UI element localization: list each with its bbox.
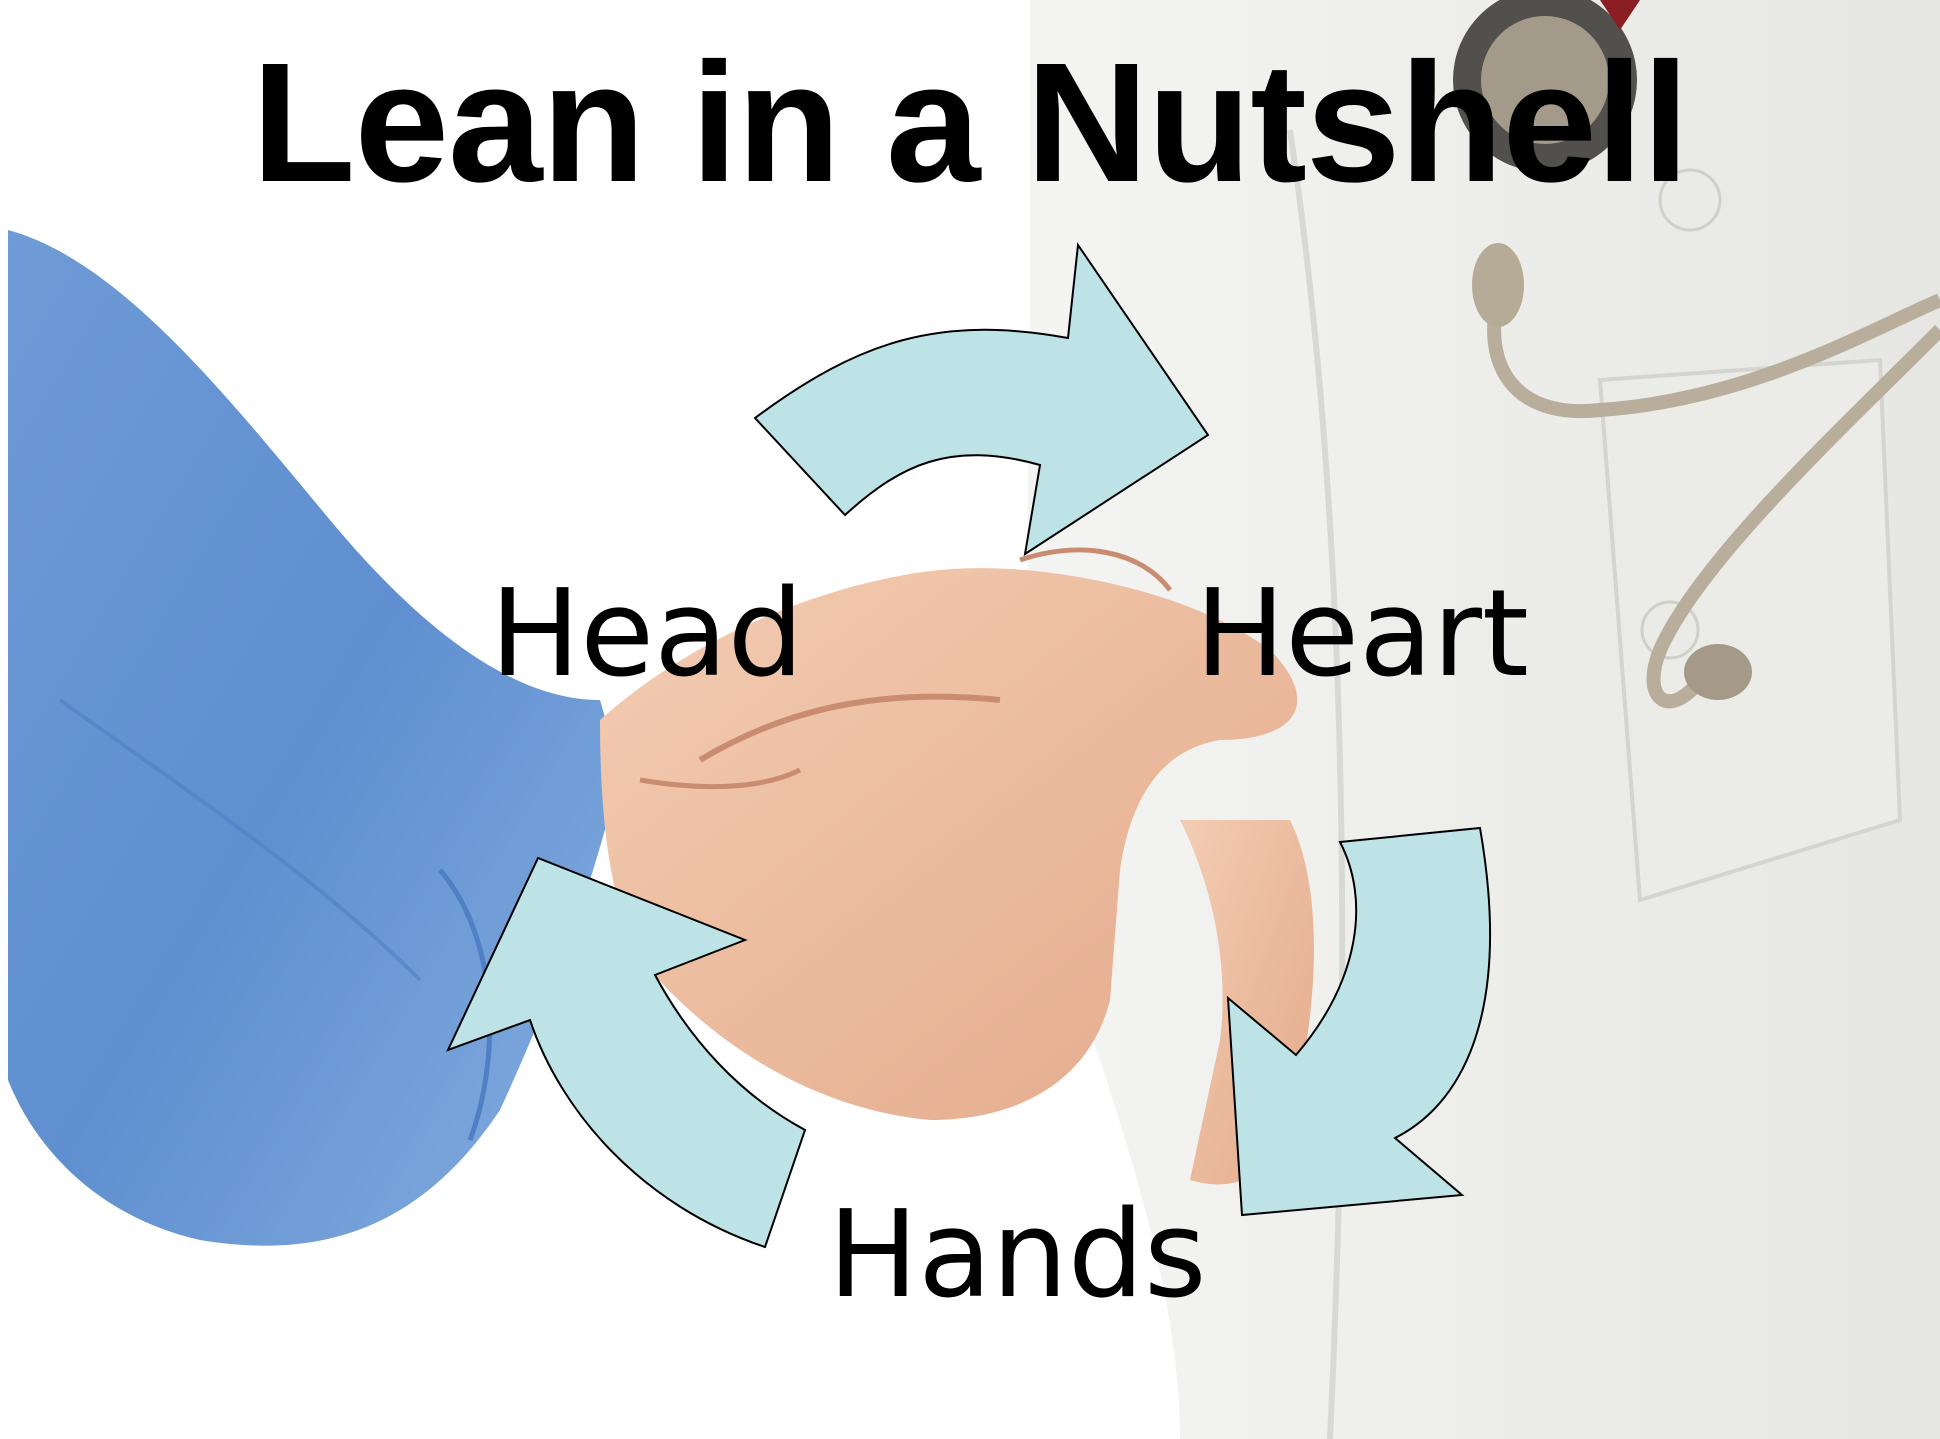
patient-sleeve — [8, 230, 620, 1246]
slide-title: Lean in a Nutshell — [0, 38, 1940, 208]
node-label-hands: Hands — [828, 1196, 1207, 1316]
node-label-heart: Heart — [1195, 575, 1529, 695]
node-label-head: Head — [490, 575, 804, 695]
